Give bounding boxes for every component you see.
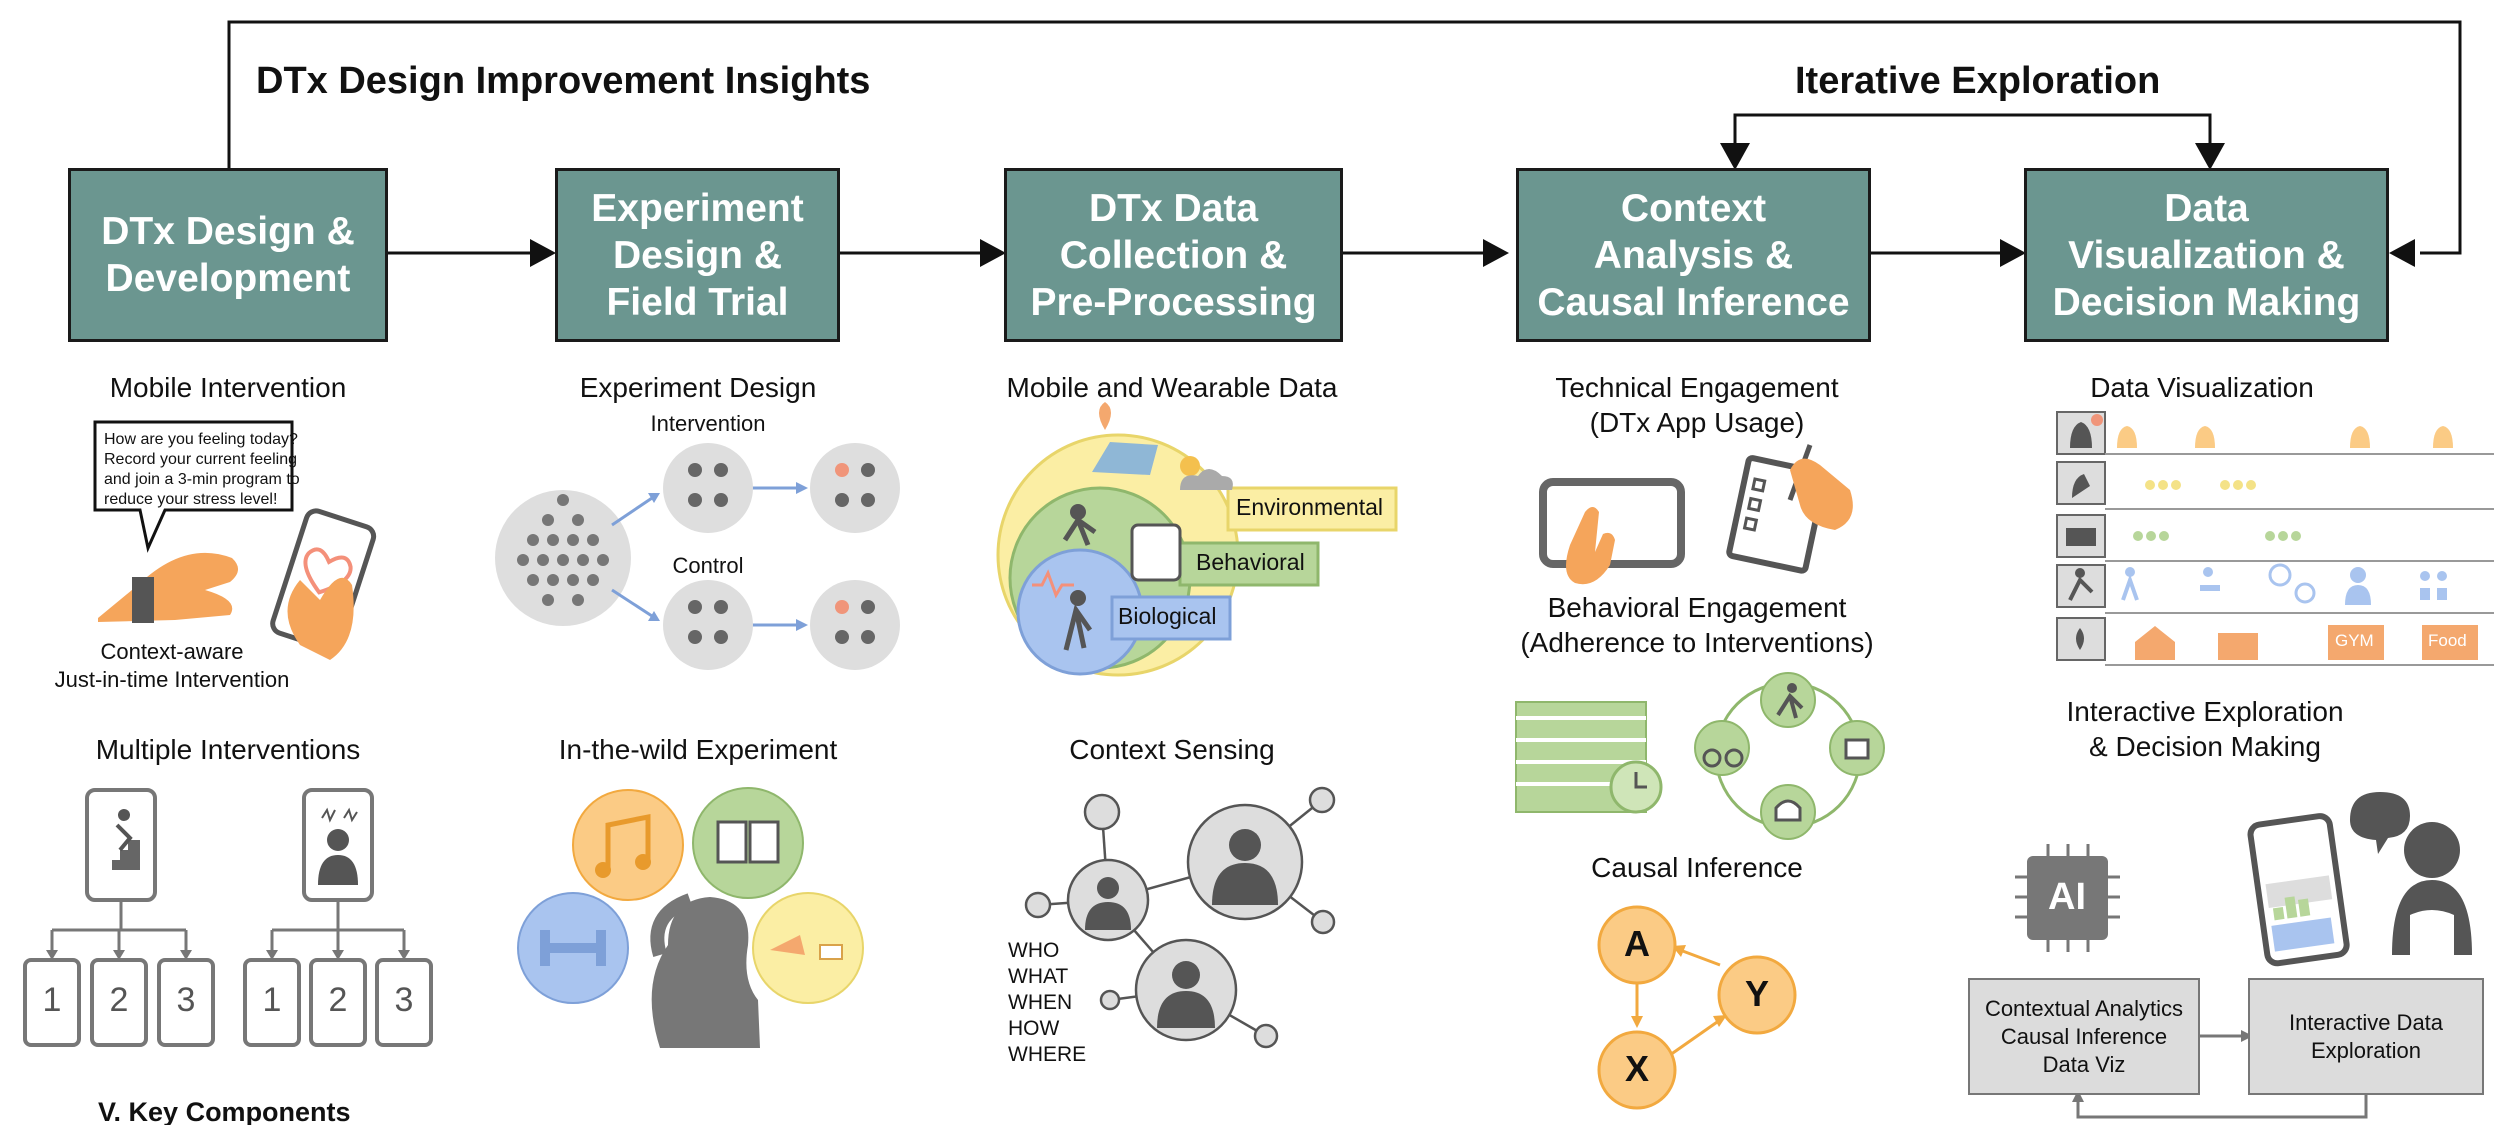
stage-label: Context Analysis & Causal Inference: [1537, 186, 1850, 324]
interactive-exploration-label: Interactive Exploration & Decision Makin…: [2066, 696, 2344, 762]
mobile-wearable-label: Mobile and Wearable Data: [1006, 372, 1338, 403]
behavioral-engagement-label: Behavioral Engagement (Adherence to Inte…: [1520, 592, 1874, 658]
food-tag: Food: [2428, 631, 2467, 650]
node-a-label: A: [1624, 923, 1650, 964]
feedback-loop-line: [227, 20, 2462, 255]
stage-experiment: Experiment Design & Field Trial: [555, 168, 840, 342]
arrowhead: [2195, 143, 2225, 170]
option-number: 3: [394, 981, 414, 1019]
option-number: 2: [328, 981, 348, 1019]
arrowhead: [530, 239, 556, 267]
context-sensing-label: Context Sensing: [1069, 734, 1275, 765]
behavioral-label: Behavioral: [1196, 549, 1305, 575]
option-number: 3: [176, 981, 196, 1019]
biological-label: Biological: [1118, 603, 1217, 629]
figure-caption: V. Key Components: [98, 1097, 351, 1125]
arrowhead: [2389, 239, 2415, 267]
iterative-heading: Iterative Exploration: [1795, 60, 2161, 102]
control-label: Control: [672, 553, 744, 578]
interactive-data-box: Interactive Data Exploration: [2248, 978, 2484, 1095]
stage-design-development: DTx Design & Development: [68, 168, 388, 342]
stage-data-collection: DTx Data Collection & Pre-Processing: [1004, 168, 1343, 342]
option-number: 1: [42, 981, 62, 1019]
analytics-box: Contextual Analytics Causal Inference Da…: [1968, 978, 2200, 1095]
technical-engagement-label: Technical Engagement (DTx App Usage): [1555, 372, 1839, 438]
arrowhead: [980, 239, 1006, 267]
stage-label: DTx Design & Development: [101, 210, 355, 300]
arrowhead: [1483, 239, 1509, 267]
ai-label: AI: [2048, 876, 2086, 918]
arrowhead: [2000, 239, 2026, 267]
experiment-design-label: Experiment Design: [579, 372, 817, 403]
in-the-wild-label: In-the-wild Experiment: [558, 734, 838, 765]
option-number: 2: [109, 981, 129, 1019]
multiple-interventions-label: Multiple Interventions: [95, 734, 361, 765]
intervention-label: Intervention: [650, 411, 766, 436]
bubble-message: How are you feeling today? Record your c…: [104, 431, 300, 508]
gym-tag: GYM: [2335, 631, 2374, 650]
arrowhead: [1720, 143, 1750, 170]
data-visualization-label: Data Visualization: [2090, 372, 2314, 403]
option-number: 1: [262, 981, 282, 1019]
stage-data-visualization: Data Visualization & Decision Making: [2024, 168, 2389, 342]
mobile-intervention-label: Mobile Intervention: [109, 372, 347, 403]
node-x-label: X: [1624, 1048, 1650, 1089]
iterative-loop-line: [1733, 113, 2212, 145]
jit-label: Context-aware Just-in-time Intervention: [54, 639, 290, 692]
stage-context-analysis: Context Analysis & Causal Inference: [1516, 168, 1871, 342]
stage-label: Experiment Design & Field Trial: [591, 186, 804, 324]
causal-inference-label: Causal Inference: [1591, 852, 1803, 883]
environmental-label: Environmental: [1236, 494, 1384, 520]
bubble-text: How are you feeling today? Record your c…: [104, 430, 300, 510]
w-questions: WHO WHAT WHEN HOW WHERE: [1008, 939, 1087, 1066]
insights-heading: DTx Design Improvement Insights: [256, 60, 871, 102]
stage-label: Data Visualization & Decision Making: [2052, 186, 2361, 324]
stage-label: DTx Data Collection & Pre-Processing: [1030, 186, 1317, 324]
node-y-label: Y: [1744, 973, 1770, 1014]
